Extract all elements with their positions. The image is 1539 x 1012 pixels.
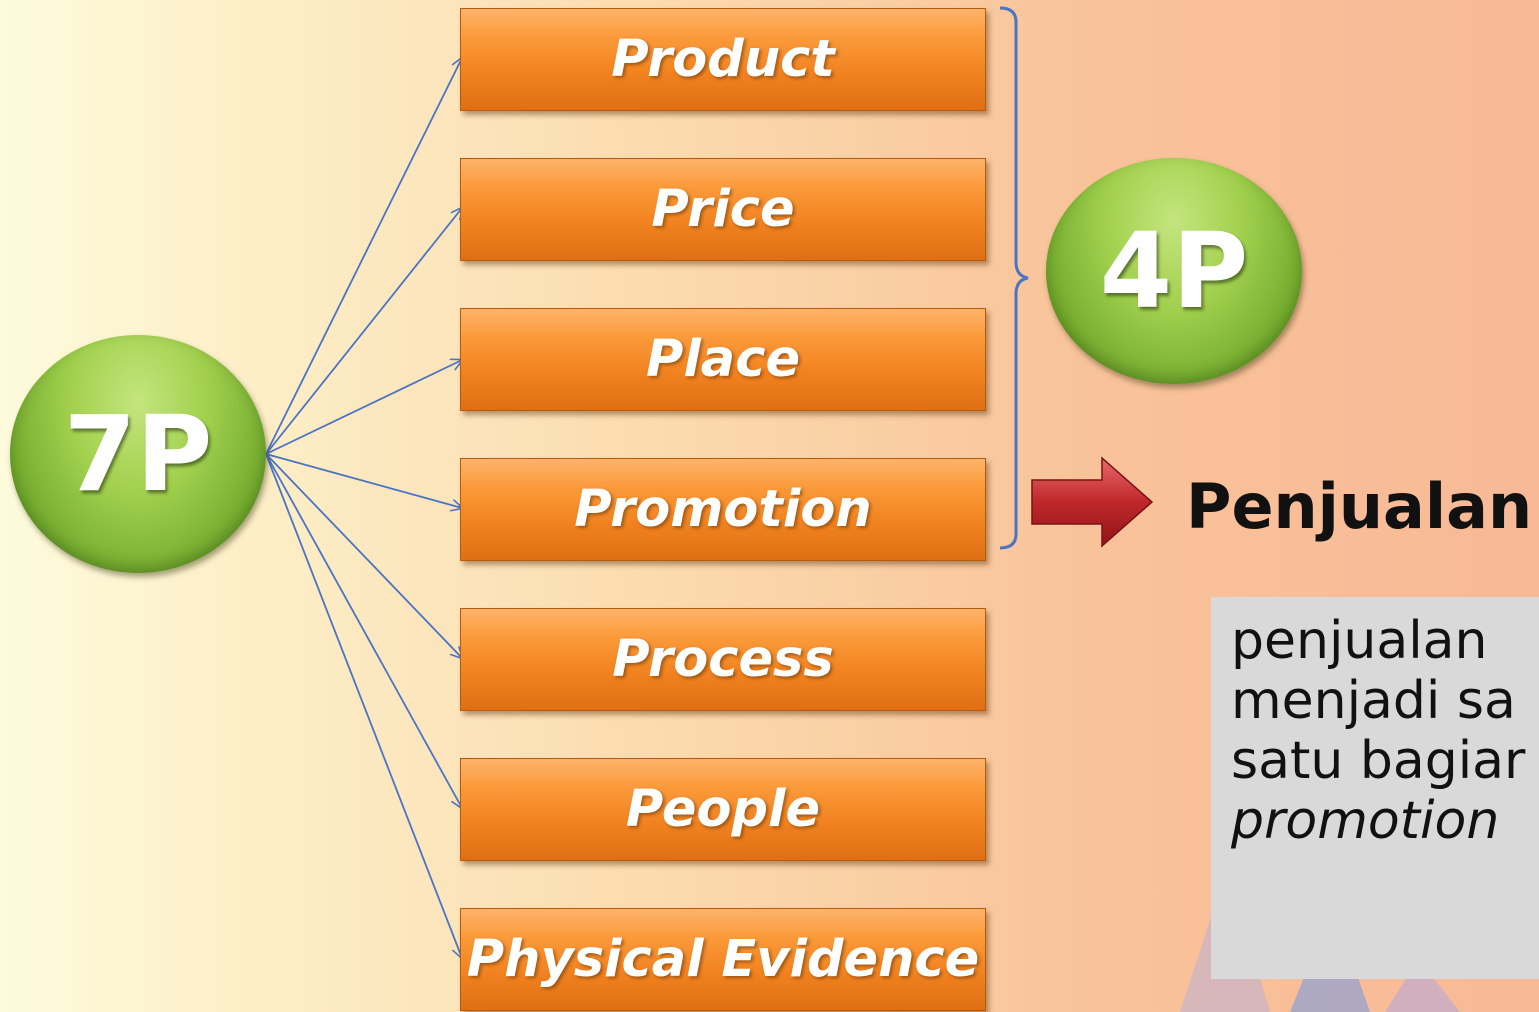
note-line-3: satu bagiar bbox=[1231, 731, 1526, 791]
connector-process bbox=[265, 453, 462, 658]
group-bracket bbox=[999, 6, 1029, 550]
note-box: penjualan menjadi sa satu bagiar promoti… bbox=[1211, 597, 1539, 979]
item-product-label: Product bbox=[611, 30, 835, 89]
connector-promotion bbox=[265, 453, 462, 508]
item-promotion-box: Promotion bbox=[460, 458, 986, 561]
item-price-box: Price bbox=[460, 158, 986, 261]
connector-product bbox=[265, 58, 462, 455]
connector-people bbox=[265, 453, 462, 808]
item-product-box: Product bbox=[460, 8, 986, 111]
hub-7p-circle: 7P bbox=[10, 335, 266, 573]
item-place-label: Place bbox=[645, 330, 801, 389]
note-line-1: penjualan bbox=[1231, 611, 1488, 671]
red-arrow-icon bbox=[1031, 456, 1154, 548]
connector-physical-evidence bbox=[265, 453, 462, 958]
result-penjualan-title: Penjualan bbox=[1186, 470, 1533, 543]
item-people-box: People bbox=[460, 758, 986, 861]
connector-price bbox=[265, 208, 462, 455]
item-process-label: Process bbox=[612, 630, 834, 689]
item-process-box: Process bbox=[460, 608, 986, 711]
item-physical-evidence-box: Physical Evidence bbox=[460, 908, 986, 1011]
item-promotion-label: Promotion bbox=[574, 480, 872, 539]
group-4p-label: 4P bbox=[1099, 210, 1249, 332]
note-line-2: menjadi sa bbox=[1231, 671, 1516, 731]
connector-place bbox=[265, 360, 462, 455]
group-4p-circle: 4P bbox=[1046, 158, 1302, 384]
note-line-4: promotion bbox=[1231, 791, 1500, 851]
item-place-box: Place bbox=[460, 308, 986, 411]
item-physical-evidence-label: Physical Evidence bbox=[466, 930, 980, 989]
item-people-label: People bbox=[625, 780, 821, 839]
item-price-label: Price bbox=[651, 180, 795, 239]
hub-7p-label: 7P bbox=[63, 393, 213, 515]
